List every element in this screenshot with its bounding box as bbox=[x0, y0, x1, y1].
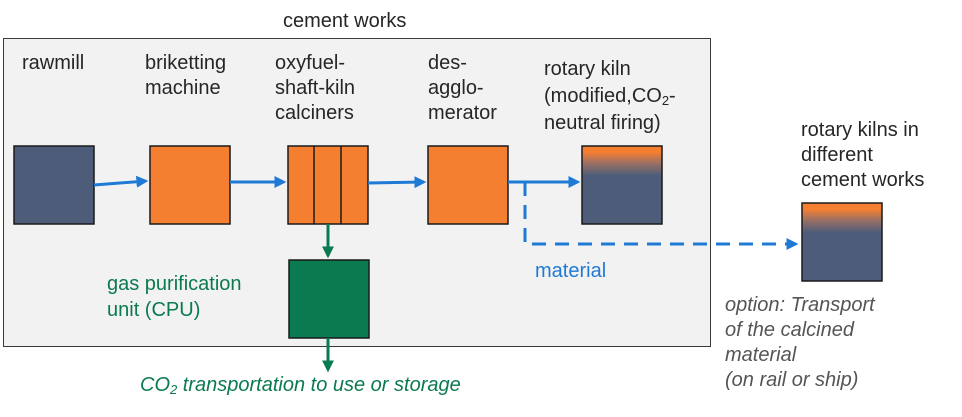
rotary-kiln-box bbox=[581, 145, 663, 225]
remote-kilns-label-line2: different bbox=[801, 144, 873, 166]
option-note-line3: material bbox=[725, 344, 797, 366]
desagglomerator-label-line2: agglo- bbox=[428, 77, 484, 99]
cpu-box bbox=[288, 259, 370, 339]
calciners-box bbox=[287, 145, 369, 225]
desagglomerator-label-line1: des- bbox=[428, 52, 467, 74]
desagglomerator-label-line3: merator bbox=[428, 102, 497, 124]
calciners-label-line3: calciners bbox=[275, 102, 354, 124]
rotary-kiln-label-line3: neutral firing) bbox=[544, 112, 661, 134]
briketting-label-line2: machine bbox=[145, 77, 221, 99]
rawmill-label: rawmill bbox=[22, 52, 85, 74]
cpu-label-line2: unit (CPU) bbox=[107, 299, 201, 321]
briketting-box bbox=[149, 145, 231, 225]
material-label: material bbox=[535, 260, 607, 282]
remote-kilns-label-line1: rotary kilns in bbox=[801, 119, 919, 141]
arrow-dashed-to-remote-kilns bbox=[523, 182, 799, 250]
remote-kiln-box bbox=[801, 202, 883, 282]
option-note-line1: option: Transport bbox=[725, 294, 875, 316]
calciners-label-line2: shaft-kiln bbox=[275, 77, 356, 99]
co2-output-label: CO2 transportation to use or storage bbox=[140, 374, 461, 397]
option-note-line2: of the calcined bbox=[725, 319, 854, 341]
rotary-kiln-label-line1: rotary kiln bbox=[544, 58, 631, 80]
remote-kilns-label-line3: cement works bbox=[801, 169, 925, 191]
container-title: cement works bbox=[283, 10, 407, 32]
arrow-calciners-to-desagglomerator bbox=[367, 176, 427, 189]
briketting-label-line1: briketting bbox=[145, 52, 227, 74]
arrow-rawmill-to-briketting bbox=[93, 175, 149, 188]
cpu-label-line1: gas purification bbox=[107, 273, 242, 295]
option-note-line4: (on rail or ship) bbox=[725, 369, 859, 391]
rotary-kiln-label-line2: (modified,CO2- bbox=[544, 85, 676, 108]
desagglomerator-box bbox=[427, 145, 509, 225]
calciners-label-line1: oxyfuel- bbox=[275, 52, 346, 74]
rawmill-box bbox=[13, 145, 95, 225]
